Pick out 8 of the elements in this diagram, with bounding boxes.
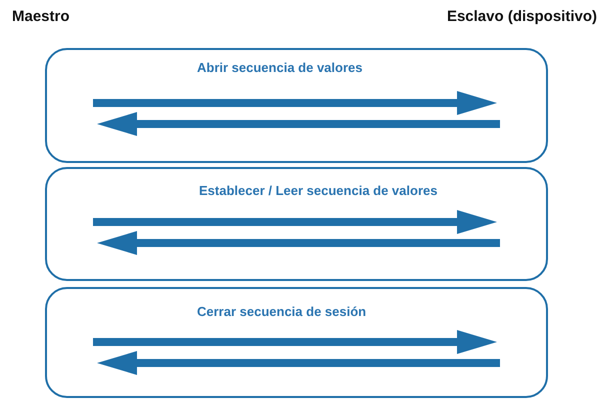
phase-title: Cerrar secuencia de sesión <box>197 304 366 319</box>
phase-box <box>45 287 548 398</box>
column-heading: Maestro <box>12 8 70 25</box>
phase-box <box>45 48 548 163</box>
column-heading: Esclavo (dispositivo) <box>446 8 597 25</box>
phase-title: Establecer / Leer secuencia de valores <box>199 183 438 198</box>
phase-box <box>45 167 548 281</box>
phase-title: Abrir secuencia de valores <box>197 60 362 75</box>
